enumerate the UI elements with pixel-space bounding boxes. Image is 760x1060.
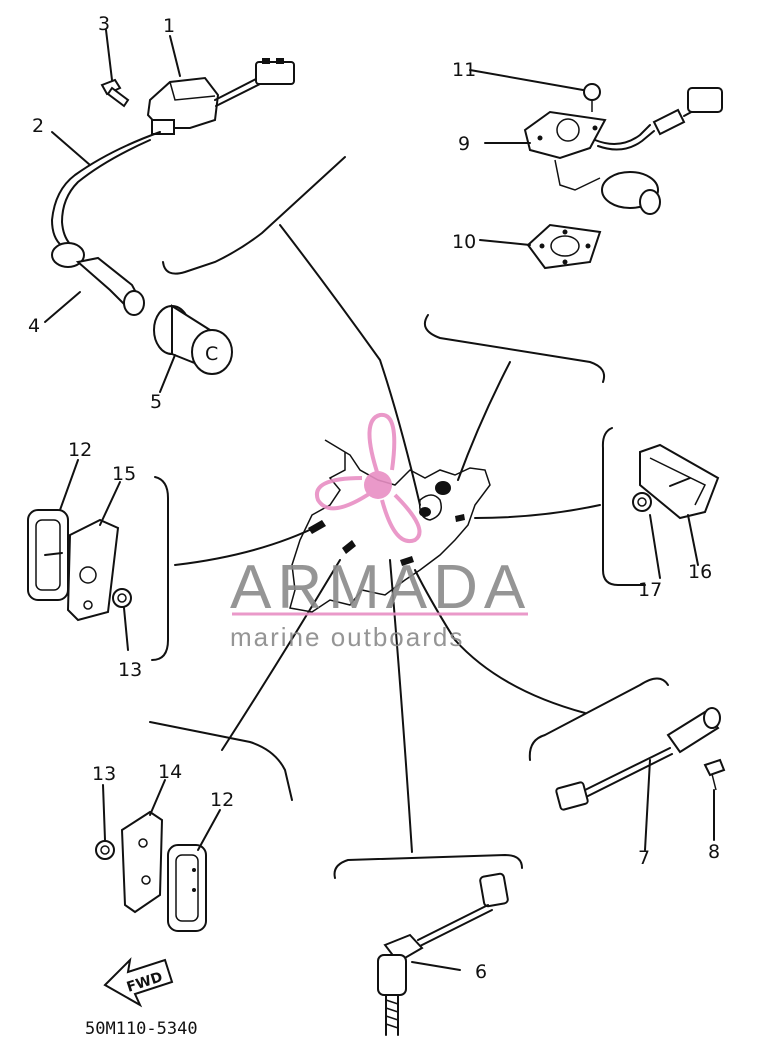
part-14-cover bbox=[120, 810, 164, 914]
part-9-thermoswitch bbox=[523, 87, 723, 215]
callout-leaders bbox=[44, 29, 715, 971]
callout-14: 14 bbox=[158, 761, 182, 783]
part-17-nut bbox=[632, 492, 652, 512]
group-brackets bbox=[149, 156, 669, 879]
svg-text:C: C bbox=[205, 343, 218, 365]
callout-4: 4 bbox=[28, 315, 40, 337]
propeller-logo bbox=[314, 412, 422, 544]
callout-1: 1 bbox=[163, 15, 175, 37]
watermark-brand: ARMADA bbox=[230, 553, 531, 622]
callout-7: 7 bbox=[638, 847, 650, 869]
callout-numbers: 1 2 3 4 5 6 7 8 9 10 11 12 12 13 13 14 1… bbox=[28, 13, 720, 983]
armada-watermark: ARMADA marine outboards bbox=[230, 412, 531, 652]
callout-8: 8 bbox=[708, 841, 720, 863]
part-5-grommet: C bbox=[153, 304, 233, 375]
part-4-plug-cap bbox=[51, 242, 145, 316]
callout-17: 17 bbox=[638, 579, 662, 601]
engine-block bbox=[289, 439, 491, 613]
callout-3: 3 bbox=[98, 13, 110, 35]
part-3-screw bbox=[100, 78, 130, 108]
part-16-plate bbox=[639, 443, 720, 520]
part-11-screw bbox=[583, 83, 601, 112]
part-2-ht-cable bbox=[50, 131, 161, 247]
part-13-nut-left bbox=[112, 588, 132, 608]
part-13-nut-lower bbox=[95, 840, 115, 860]
part-6-sensor bbox=[377, 872, 509, 1036]
callout-9: 9 bbox=[458, 133, 470, 155]
leader-lines bbox=[174, 224, 601, 853]
callout-2: 2 bbox=[32, 115, 44, 137]
callout-13-left: 13 bbox=[118, 659, 142, 681]
watermark-tagline: marine outboards bbox=[230, 622, 464, 652]
part-12-gasket-lower bbox=[167, 844, 207, 932]
callout-10: 10 bbox=[452, 231, 476, 253]
part-8-screw bbox=[703, 758, 726, 791]
part-7-sensor bbox=[555, 707, 721, 811]
fwd-arrow: FWD bbox=[103, 957, 174, 1008]
part-10-gasket bbox=[526, 223, 602, 270]
drawing-code: 50M110-5340 bbox=[85, 1019, 198, 1039]
part-1-ignition-coil bbox=[146, 58, 295, 135]
callout-6: 6 bbox=[475, 961, 487, 983]
callout-12-lower: 12 bbox=[210, 789, 234, 811]
callout-12-left: 12 bbox=[68, 439, 92, 461]
callout-11: 11 bbox=[452, 59, 476, 81]
part-15-cover bbox=[66, 518, 120, 622]
callout-15: 15 bbox=[112, 463, 136, 485]
part-12-gasket-left bbox=[27, 509, 69, 601]
callout-5: 5 bbox=[150, 391, 162, 413]
callout-16: 16 bbox=[688, 561, 712, 583]
callout-13-lower: 13 bbox=[92, 763, 116, 785]
